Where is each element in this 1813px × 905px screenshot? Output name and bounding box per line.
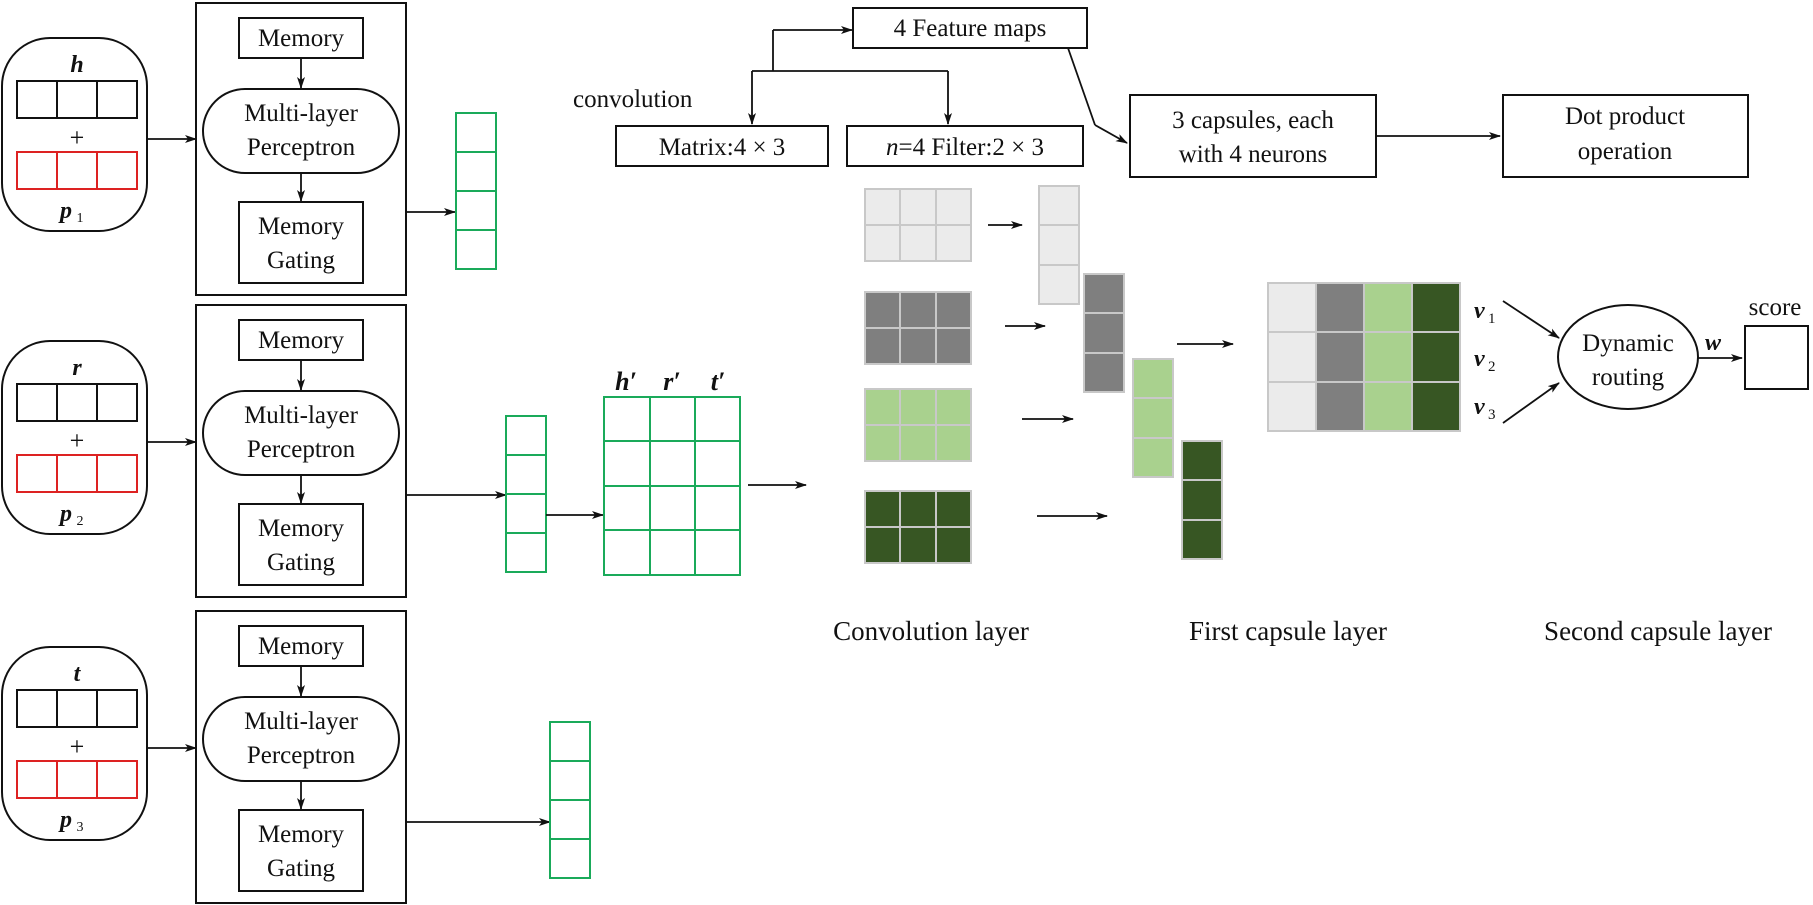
position-subscript-1: 1 <box>77 211 84 226</box>
weight-symbol: w <box>1705 330 1722 356</box>
matrix-size-box: Matrix:4 × 3 <box>615 125 829 167</box>
v3-subscript: 3 <box>1488 407 1496 423</box>
mlp-label-line1: Multi-layer <box>244 708 359 735</box>
position-vector-p1 <box>16 151 138 190</box>
mlp-label-line1: Multi-layer <box>244 402 359 429</box>
feature-map-1 <box>864 188 972 262</box>
embedding-vector-h <box>16 80 138 119</box>
output-vector-1 <box>455 112 497 270</box>
matrix-size-label: Matrix:4 × 3 <box>659 134 786 161</box>
triple-matrix: h′ r′ t′ <box>603 367 741 576</box>
position-vector-p3 <box>16 760 138 799</box>
input-group-t: t + p 3 <box>1 646 148 841</box>
matrix-header-h: h′ <box>615 367 637 396</box>
second-capsule-layer-label: Second capsule layer <box>1544 616 1772 646</box>
first-capsule-1 <box>1038 185 1080 305</box>
first-capsule-2 <box>1083 273 1125 393</box>
memory-block-3: Memory Multi-layer Perceptron Memory Gat… <box>195 610 407 904</box>
position-vector-p2 <box>16 454 138 493</box>
gating-label-line1: Memory <box>258 821 345 848</box>
v1-label: v 1 <box>1474 298 1496 327</box>
gating-label-line2: Gating <box>267 549 336 576</box>
capsules-label-line1: 3 capsules, each <box>1172 107 1334 134</box>
feature-map-2 <box>864 291 972 365</box>
memory-box <box>238 625 364 667</box>
input-group-h: h + p 1 <box>1 37 148 232</box>
first-capsule-3 <box>1132 358 1174 478</box>
v2-subscript: 2 <box>1488 359 1496 375</box>
plus-sign: + <box>70 123 85 152</box>
first-capsule-4 <box>1181 440 1223 560</box>
input-symbol-h: h <box>70 52 83 78</box>
input-symbol-t: t <box>74 661 82 687</box>
memory-label: Memory <box>258 327 345 354</box>
matrix-header-r: r′ <box>663 367 680 396</box>
mlp-label-line2: Perceptron <box>247 134 356 161</box>
score-label: score <box>1749 294 1802 321</box>
matrix-header-t: t′ <box>711 367 726 396</box>
gating-label-line1: Memory <box>258 515 345 542</box>
plus-sign: + <box>70 426 85 455</box>
v3-symbol: v <box>1474 394 1485 420</box>
gating-label-line1: Memory <box>258 213 345 240</box>
input-symbol-r: r <box>72 355 82 381</box>
feature-map-4 <box>864 490 972 564</box>
position-subscript-2: 2 <box>77 514 84 529</box>
memory-label: Memory <box>258 633 345 660</box>
capsule-matrix <box>1267 282 1461 432</box>
gating-box <box>238 503 364 586</box>
arrow-v1-to-routing <box>1502 300 1560 339</box>
convolution-label: convolution <box>573 86 693 113</box>
capsules-label-line2: with 4 neurons <box>1179 141 1328 168</box>
feature-map-3 <box>864 388 972 462</box>
gating-box <box>238 201 364 284</box>
mlp-label-line1: Multi-layer <box>244 100 359 127</box>
convolution-branch <box>748 26 952 125</box>
position-symbol-p2: p <box>58 501 72 527</box>
v2-label: v 2 <box>1474 346 1496 375</box>
embedding-vector-t <box>16 689 138 728</box>
memory-block-1: Memory Multi-layer Perceptron Memory Gat… <box>195 2 407 296</box>
dynamic-routing-label-line1: Dynamic <box>1582 330 1674 357</box>
convolution-layer-label: Convolution layer <box>833 616 1029 646</box>
input-group-r: r + p 2 <box>1 340 148 535</box>
position-symbol-p1: p <box>58 198 72 224</box>
feature-maps-box: 4 Feature maps <box>852 7 1088 49</box>
mlp-label-line2: Perceptron <box>247 436 356 463</box>
score-box <box>1744 325 1809 390</box>
arrow-feature-maps-to-capsules <box>1067 47 1096 126</box>
memory-box <box>238 17 364 59</box>
position-subscript-3: 3 <box>77 820 84 835</box>
dot-product-label-line1: Dot product <box>1565 103 1685 130</box>
plus-sign: + <box>70 732 85 761</box>
output-vector-2 <box>505 415 547 573</box>
filter-n-symbol: n <box>886 134 899 161</box>
arrow-v3-to-routing <box>1502 382 1560 424</box>
dynamic-routing-label-line2: routing <box>1592 364 1665 391</box>
v3-label: v 3 <box>1474 394 1496 423</box>
position-symbol-p3: p <box>58 807 72 833</box>
v1-subscript: 1 <box>1488 311 1496 327</box>
output-vector-3 <box>549 721 591 879</box>
first-capsule-layer-label: First capsule layer <box>1189 616 1387 646</box>
dot-product-label-line2: operation <box>1578 138 1673 165</box>
dot-product-box: Dot product operation <box>1502 94 1749 178</box>
filter-box: n=4 Filter:2 × 3 <box>846 125 1084 167</box>
memory-block-2: Memory Multi-layer Perceptron Memory Gat… <box>195 304 407 598</box>
filter-label: =4 Filter:2 × 3 <box>898 134 1044 161</box>
v1-symbol: v <box>1474 298 1485 324</box>
dynamic-routing-node: Dynamic routing <box>1557 304 1699 410</box>
gating-label-line2: Gating <box>267 247 336 274</box>
memory-label: Memory <box>258 25 345 52</box>
svg-text:n=4 Filter:2 × 3: n=4 Filter:2 × 3 <box>886 134 1044 161</box>
gating-box <box>238 809 364 892</box>
embedding-vector-r <box>16 383 138 422</box>
mlp-label-line2: Perceptron <box>247 742 356 769</box>
gating-label-line2: Gating <box>267 855 336 882</box>
feature-maps-label: 4 Feature maps <box>894 15 1047 42</box>
v2-symbol: v <box>1474 346 1485 372</box>
capsules-box: 3 capsules, each with 4 neurons <box>1129 94 1377 178</box>
